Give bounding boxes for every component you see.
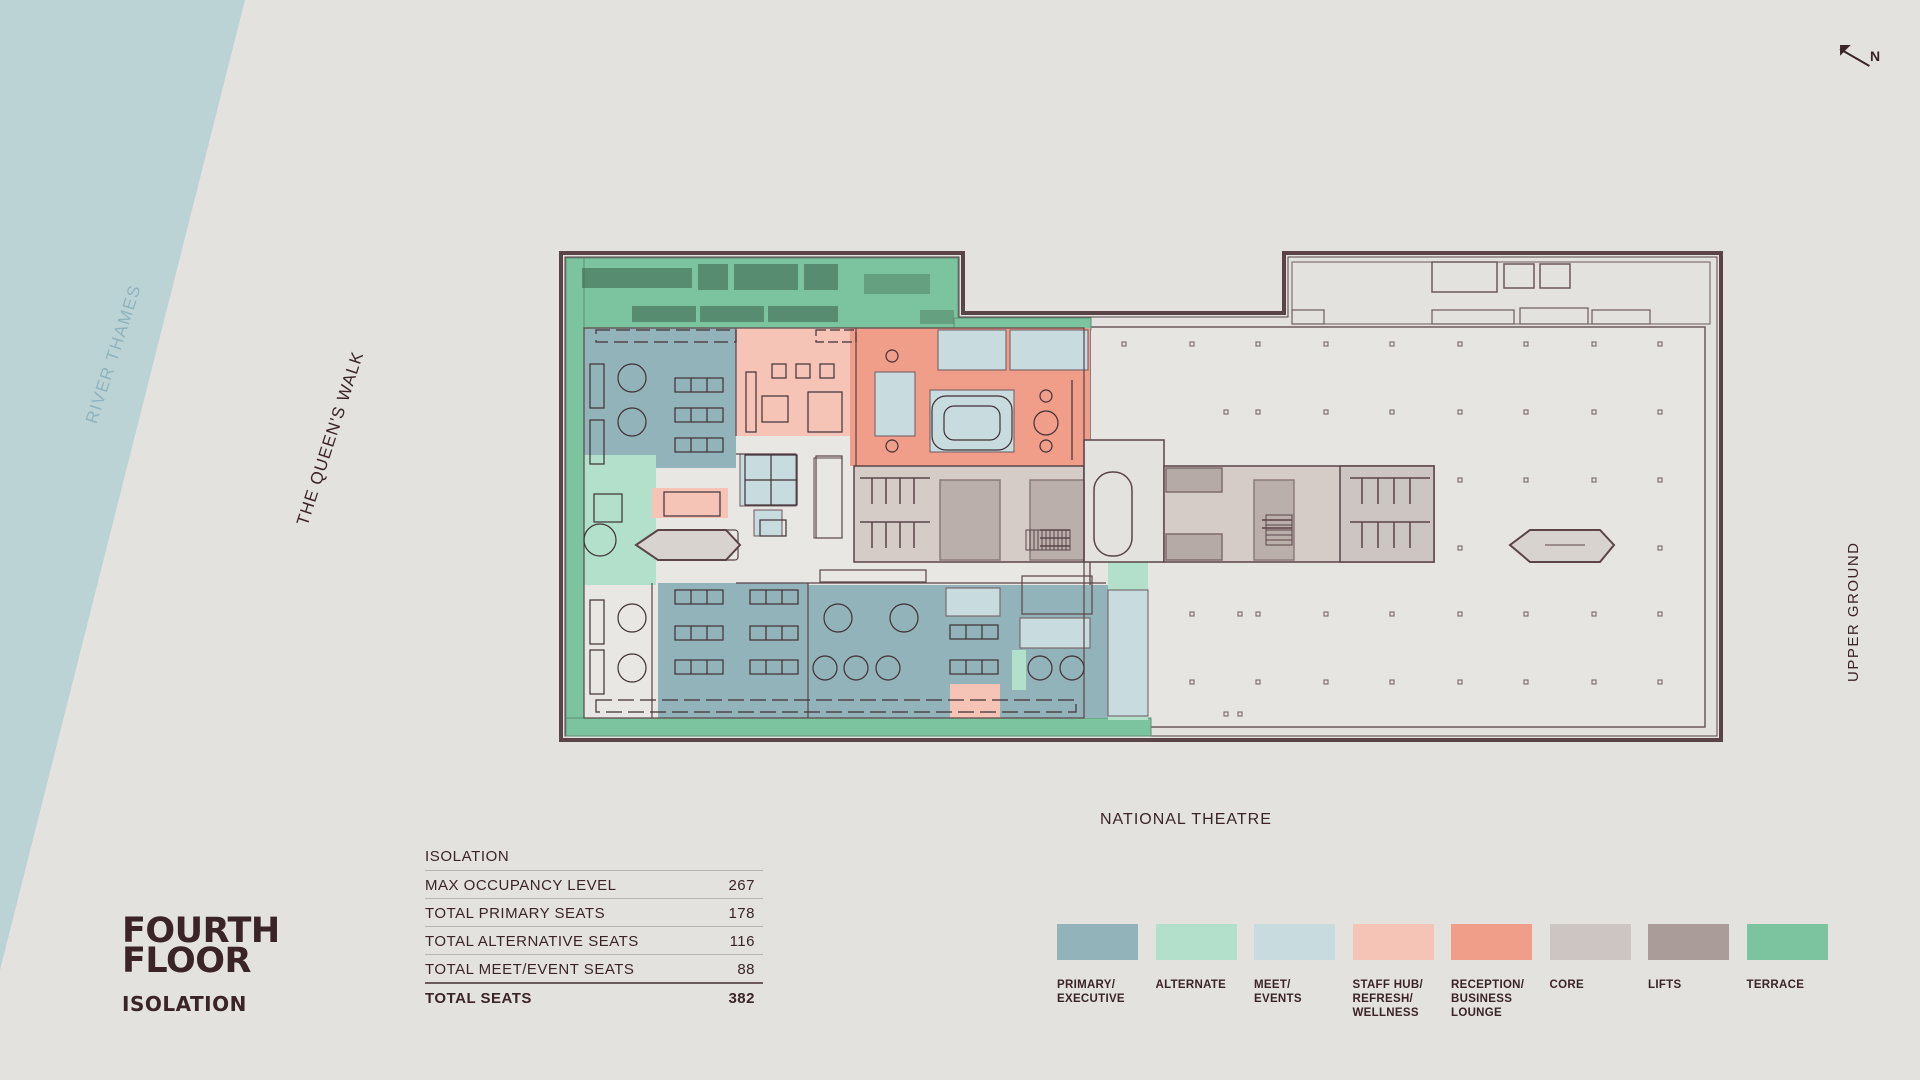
legend-label: TERRACE bbox=[1746, 979, 1805, 991]
seat-row-label: TOTAL PRIMARY SEATS bbox=[425, 905, 606, 922]
seat-row-value: 267 bbox=[728, 877, 755, 894]
terrace-planters bbox=[582, 264, 954, 324]
legend-label: STAFF HUB/ REFRESH/ WELLNESS bbox=[1352, 979, 1424, 1019]
legend-item-terrace: TERRACE bbox=[1746, 924, 1846, 1020]
seat-row-value: 116 bbox=[729, 933, 755, 950]
north-arrow: ◤ N bbox=[1839, 36, 1884, 67]
legend-swatch bbox=[1155, 924, 1237, 960]
desk-clusters bbox=[583, 329, 1085, 713]
legend-label: MEET/ EVENTS bbox=[1254, 979, 1302, 1005]
legend-swatch bbox=[1746, 924, 1828, 960]
legend-item-lifts: LIFTS bbox=[1648, 924, 1747, 1020]
seat-row: TOTAL PRIMARY SEATS 178 bbox=[425, 899, 763, 927]
seat-total-value: 382 bbox=[728, 990, 755, 1007]
seat-row-value: 88 bbox=[737, 961, 755, 978]
seat-table: ISOLATION MAX OCCUPANCY LEVEL 267 TOTAL … bbox=[425, 848, 763, 1012]
central-pod bbox=[634, 529, 742, 561]
seat-row-label: TOTAL ALTERNATIVE SEATS bbox=[425, 933, 639, 950]
floor-subtitle: ISOLATION bbox=[122, 992, 247, 1016]
floor-title-line2: FLOOR bbox=[122, 941, 251, 981]
legend-swatch bbox=[1451, 924, 1532, 960]
legend-item-meet-events: MEET/ EVENTS bbox=[1254, 924, 1353, 1020]
seat-total-row: TOTAL SEATS 382 bbox=[425, 984, 763, 1012]
legend-label: PRIMARY/ EXECUTIVE bbox=[1057, 979, 1125, 1005]
legend-label: CORE bbox=[1549, 979, 1584, 991]
seat-row: MAX OCCUPANCY LEVEL 267 bbox=[425, 871, 763, 899]
zone-legend: PRIMARY/ EXECUTIVE ALTERNATE MEET/ EVENT… bbox=[1057, 924, 1845, 1020]
seat-row-label: MAX OCCUPANCY LEVEL bbox=[425, 877, 617, 894]
legend-item-core: CORE bbox=[1549, 924, 1649, 1020]
legend-item-reception: RECEPTION/ BUSINESS LOUNGE bbox=[1451, 924, 1550, 1020]
upper-ground-label: UPPER GROUND bbox=[1845, 541, 1862, 682]
service-stair bbox=[813, 457, 843, 539]
legend-swatch bbox=[1648, 924, 1729, 960]
river-area bbox=[0, 0, 245, 970]
legend-swatch bbox=[1352, 924, 1434, 960]
legend-label: RECEPTION/ BUSINESS LOUNGE bbox=[1451, 979, 1525, 1019]
seat-row: TOTAL ALTERNATIVE SEATS 116 bbox=[425, 927, 763, 955]
legend-swatch bbox=[1254, 924, 1335, 960]
national-theatre-label: NATIONAL THEATRE bbox=[1100, 811, 1272, 828]
reception-furniture bbox=[885, 349, 1073, 460]
seat-total-label: TOTAL SEATS bbox=[425, 990, 532, 1007]
seat-row-value: 178 bbox=[728, 905, 755, 922]
legend-label: ALTERNATE bbox=[1155, 979, 1227, 991]
seat-row-label: TOTAL MEET/EVENT SEATS bbox=[425, 961, 635, 978]
legend-label: LIFTS bbox=[1648, 979, 1682, 991]
legend-swatch bbox=[1057, 924, 1138, 960]
legend-item-staff-hub: STAFF HUB/ REFRESH/ WELLNESS bbox=[1352, 924, 1452, 1020]
seat-table-heading: ISOLATION bbox=[425, 848, 763, 871]
floor-title-line1: FOURTH bbox=[122, 911, 280, 951]
stairs bbox=[1025, 514, 1293, 551]
legend-swatch bbox=[1549, 924, 1631, 960]
north-label: N bbox=[1870, 48, 1881, 64]
staff-hub-furniture bbox=[663, 363, 843, 517]
legend-item-primary: PRIMARY/ EXECUTIVE bbox=[1057, 924, 1156, 1020]
seat-row: TOTAL MEET/EVENT SEATS 88 bbox=[425, 955, 763, 984]
floor-title: FOURTH FLOOR bbox=[122, 911, 280, 981]
legend-item-alternate: ALTERNATE bbox=[1155, 924, 1255, 1020]
arrow-head-icon: ◤ bbox=[1840, 41, 1851, 57]
